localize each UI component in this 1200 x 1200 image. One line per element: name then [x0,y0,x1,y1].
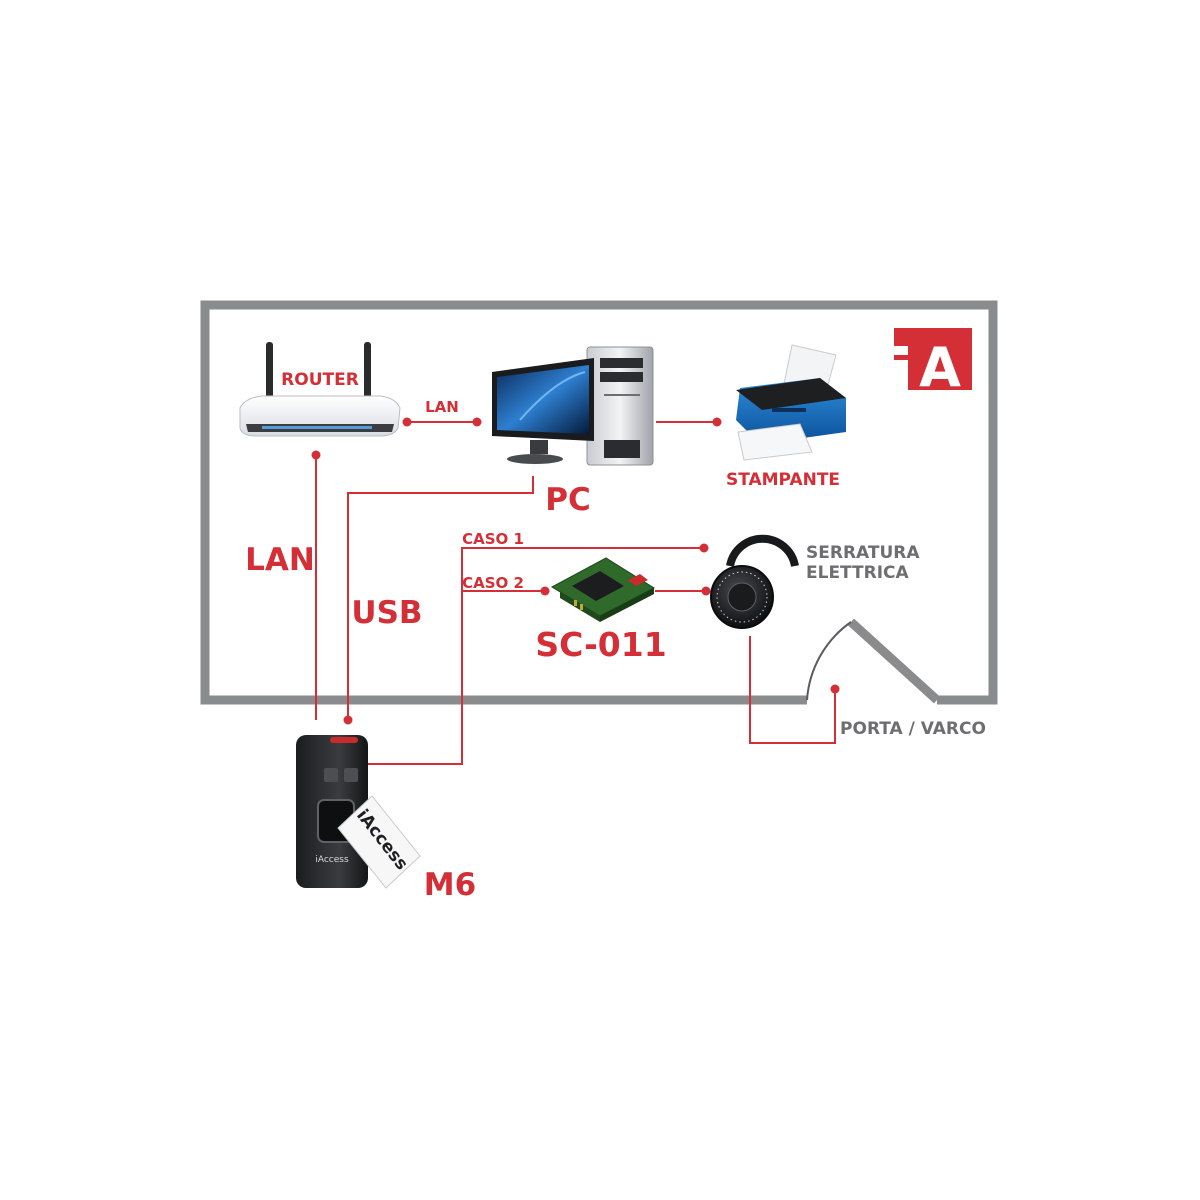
m6-label: M6 [424,867,476,903]
printer-device [736,344,846,461]
logo-letter: A [919,336,961,399]
door-label: PORTA / VARCO [840,719,986,739]
case1-label: CASO 1 [462,530,524,548]
lan-router-pc-label: LAN [425,398,459,416]
printer-label: STAMPANTE [726,470,840,490]
lock-label-line2: ELETTRICA [806,563,910,583]
connection-wires [311,417,840,765]
pc-label: PC [545,482,590,518]
lock-label: SERRATURA ELETTRICA [806,543,925,583]
case2-label: CASO 2 [462,574,524,592]
router-label: ROUTER [281,370,359,390]
lan-router-reader-label: LAN [245,542,315,578]
door-swing-arc [806,621,852,701]
pc-device [492,346,654,466]
sc011-label: SC-011 [535,625,666,664]
brand-logo: A [894,328,972,399]
router-device [239,342,401,437]
electric-lock [710,534,799,629]
reader-brand: iAccess [315,855,349,865]
sc011-board [550,557,656,622]
building-wall [200,300,998,705]
door-leaf [847,618,941,704]
lock-label-line1: SERRATURA [806,543,920,563]
usb-label: USB [351,595,422,631]
